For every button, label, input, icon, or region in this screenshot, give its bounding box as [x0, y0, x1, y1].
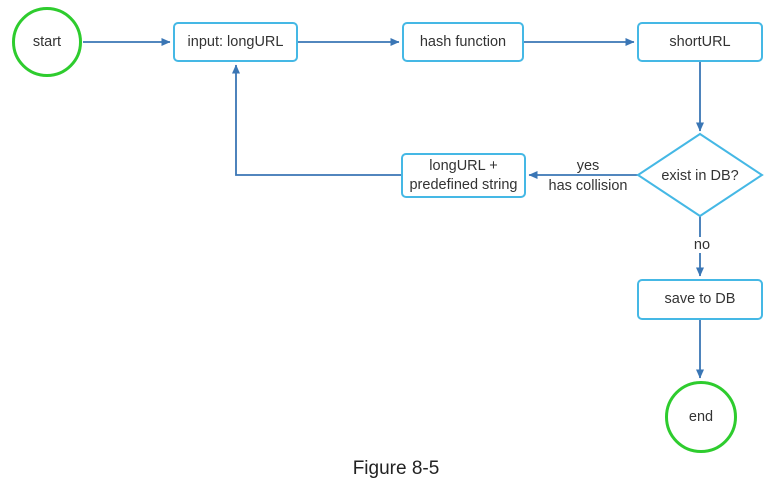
node-append-string-line2: predefined string	[409, 176, 518, 193]
node-append-string: longURL + predefined string	[401, 153, 526, 198]
node-start: start	[12, 7, 82, 77]
node-end: end	[665, 381, 737, 453]
node-shorturl: shortURL	[637, 22, 763, 62]
decision-diamond	[636, 132, 764, 218]
node-hash-function: hash function	[402, 22, 524, 62]
node-start-label: start	[32, 34, 62, 50]
edge-label-yes: yes	[573, 158, 603, 174]
node-end-label: end	[688, 409, 714, 425]
node-shorturl-label: shortURL	[669, 33, 731, 50]
edge-label-has-collision: has collision	[545, 178, 631, 194]
node-input-longurl: input: longURL	[173, 22, 298, 62]
node-decision-label: exist in DB?	[661, 168, 739, 184]
edge-label-no: no	[690, 237, 714, 253]
node-save-to-db-label: save to DB	[664, 291, 736, 308]
node-hash-function-label: hash function	[419, 33, 507, 50]
node-save-to-db: save to DB	[637, 279, 763, 320]
edge-append-to-input	[232, 64, 401, 176]
node-append-string-line1: longURL +	[429, 158, 498, 175]
node-input-longurl-label: input: longURL	[187, 33, 284, 50]
figure-caption: Figure 8-5	[352, 458, 440, 479]
